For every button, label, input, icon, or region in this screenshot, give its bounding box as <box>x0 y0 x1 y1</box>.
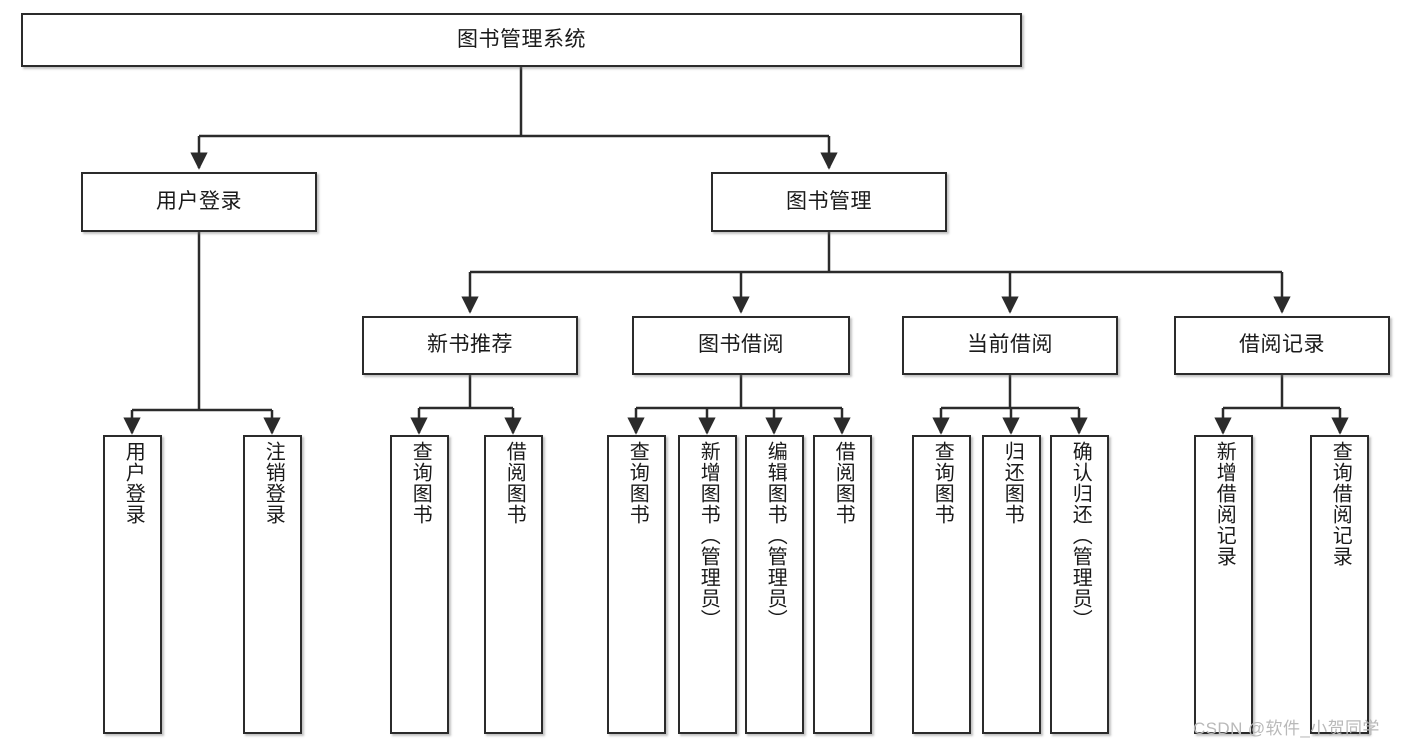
node-book-management[interactable]: 图书管理 <box>711 172 947 232</box>
leaf-book-borrow-add[interactable]: 新增图书（管理员） <box>678 435 737 734</box>
node-label: 图书借阅 <box>698 333 784 357</box>
node-label: 注销登录 <box>262 441 285 525</box>
node-current-borrow[interactable]: 当前借阅 <box>902 316 1118 375</box>
node-root-system[interactable]: 图书管理系统 <box>21 13 1022 67</box>
node-label: 借阅记录 <box>1239 333 1325 357</box>
node-label: 查询图书 <box>931 441 954 525</box>
leaf-current-borrow-confirm-return[interactable]: 确认归还（管理员） <box>1050 435 1109 734</box>
node-label: 新增借阅记录 <box>1213 441 1236 567</box>
leaf-user-login-signin[interactable]: 用户登录 <box>103 435 162 734</box>
node-label: 确认归还（管理员） <box>1069 441 1092 630</box>
node-label: 用户登录 <box>156 189 242 213</box>
leaf-book-borrow-borrow[interactable]: 借阅图书 <box>813 435 872 734</box>
node-label: 图书管理 <box>786 189 872 213</box>
node-book-borrow[interactable]: 图书借阅 <box>632 316 850 375</box>
leaf-book-borrow-edit[interactable]: 编辑图书（管理员） <box>745 435 804 734</box>
node-borrow-record[interactable]: 借阅记录 <box>1174 316 1390 375</box>
leaf-current-borrow-query[interactable]: 查询图书 <box>912 435 971 734</box>
node-label: 借阅图书 <box>832 441 855 525</box>
leaf-book-borrow-query[interactable]: 查询图书 <box>607 435 666 734</box>
leaf-new-book-query[interactable]: 查询图书 <box>390 435 449 734</box>
node-label: 编辑图书（管理员） <box>764 441 787 630</box>
leaf-user-login-signout[interactable]: 注销登录 <box>243 435 302 734</box>
node-label: 查询图书 <box>409 441 432 525</box>
leaf-new-book-borrow[interactable]: 借阅图书 <box>484 435 543 734</box>
node-label: 借阅图书 <box>503 441 526 525</box>
node-label: 查询图书 <box>626 441 649 525</box>
node-label: 图书管理系统 <box>457 27 586 51</box>
node-label: 用户登录 <box>122 441 145 525</box>
leaf-borrow-record-query[interactable]: 查询借阅记录 <box>1310 435 1369 734</box>
node-new-book-recommend[interactable]: 新书推荐 <box>362 316 578 375</box>
node-label: 新书推荐 <box>427 333 513 357</box>
node-label: 当前借阅 <box>967 333 1053 357</box>
csdn-watermark: CSDN @软件_小贺同学 <box>1193 719 1380 738</box>
leaf-borrow-record-add[interactable]: 新增借阅记录 <box>1194 435 1253 734</box>
node-user-login[interactable]: 用户登录 <box>81 172 317 232</box>
node-label: 新增图书（管理员） <box>697 441 720 630</box>
leaf-current-borrow-return[interactable]: 归还图书 <box>982 435 1041 734</box>
node-label: 归还图书 <box>1001 441 1024 525</box>
node-label: 查询借阅记录 <box>1329 441 1352 567</box>
